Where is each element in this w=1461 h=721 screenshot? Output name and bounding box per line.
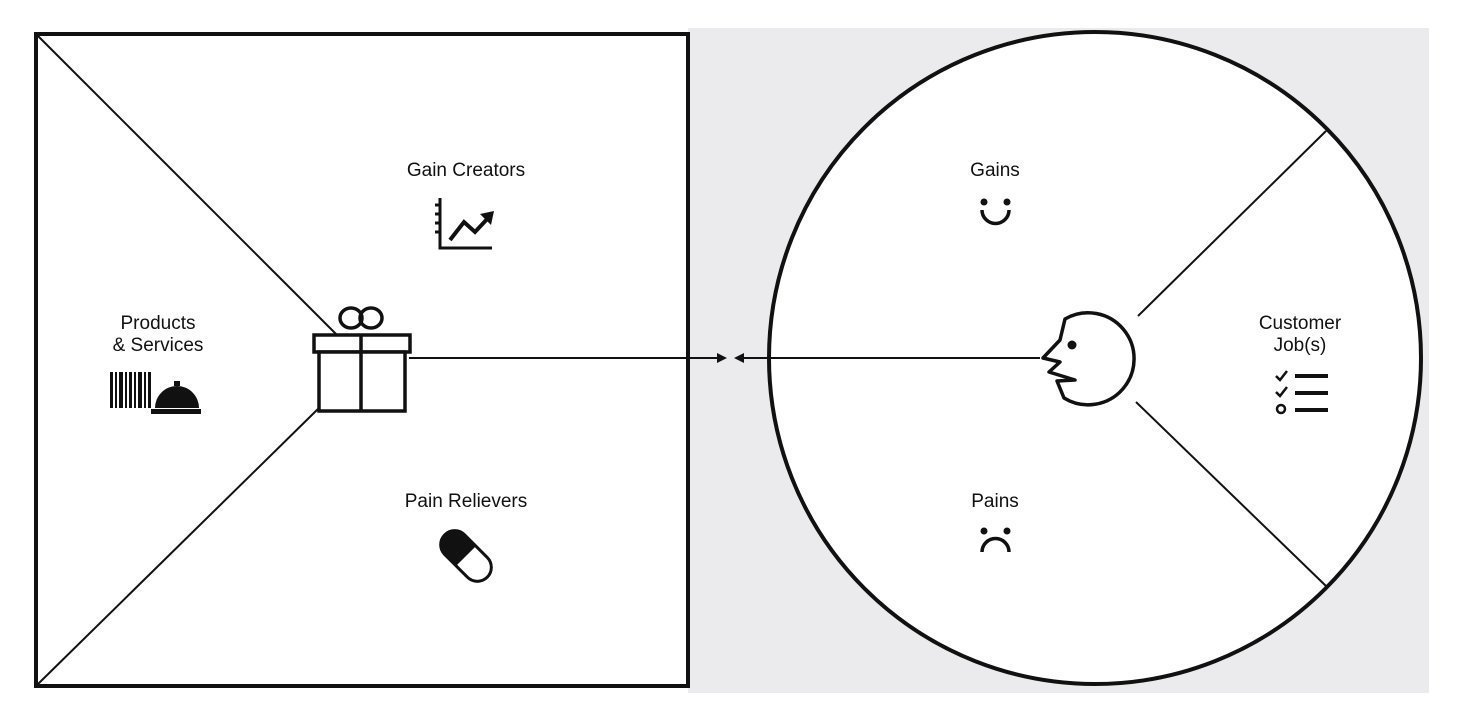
pill-icon <box>439 529 493 583</box>
products-services-label-line2: & Services <box>113 335 204 356</box>
pain-relievers-label: Pain Relievers <box>405 491 528 512</box>
frown-icon <box>980 527 1011 553</box>
value-map-divider-top <box>37 35 340 338</box>
customer-profile-divider-top <box>1137 130 1327 317</box>
arrowhead-right <box>717 353 727 363</box>
customer-profile-divider-bottom <box>1135 401 1327 587</box>
smiley-icon <box>980 198 1011 226</box>
customer-jobs-label-line1: Customer <box>1259 313 1342 334</box>
customer-jobs-label-line2: Job(s) <box>1274 335 1327 356</box>
barcode-cloche-icon <box>110 372 201 414</box>
pains-label: Pains <box>971 491 1019 512</box>
gift-icon <box>312 306 412 413</box>
growth-chart-icon <box>435 198 494 250</box>
arrowhead-left <box>734 353 744 363</box>
value-map: Gain Creators Products & Services <box>34 32 727 688</box>
checklist-icon <box>1275 370 1328 415</box>
face-profile-icon <box>1041 311 1136 407</box>
value-map-divider-bottom <box>37 407 320 685</box>
products-services-label-line1: Products <box>121 313 196 334</box>
gain-creators-label: Gain Creators <box>407 160 525 181</box>
gains-label: Gains <box>970 160 1020 181</box>
customer-profile: Gains Pains Customer Job(s) <box>734 30 1423 686</box>
